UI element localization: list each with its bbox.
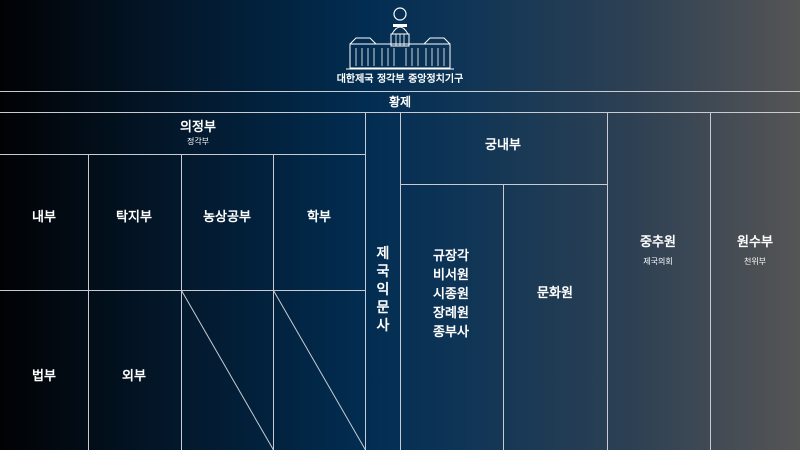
wonsuwon-label: 원수부 [737, 235, 773, 250]
jeguk-uimunsa-char: 익 [377, 281, 390, 298]
oebu-label: 외부 [122, 368, 146, 384]
takjibu-label: 탁지부 [116, 209, 152, 225]
jeguk-uimunsa-char: 문 [377, 300, 390, 316]
naebu-label: 내부 [32, 209, 56, 225]
wonsuwon-sub: 천위부 [744, 256, 766, 266]
gungnae-subunit: 비서원 [433, 268, 469, 283]
jungchuwon-sub: 제국의회 [643, 256, 672, 266]
jeguk-uimunsa-char: 제 [377, 246, 390, 262]
emperor-label: 황제 [389, 94, 411, 109]
government-name: 대한제국 정각부 중앙정치기구 [337, 72, 464, 85]
jeguk-uimunsa-vertical: 제 국 익 문 사 [377, 246, 390, 334]
gungnae-subunit: 종부사 [433, 324, 469, 340]
gungnae-subunit: 장례원 [433, 305, 469, 321]
munhwawon-label: 문화원 [537, 285, 573, 301]
hakbu-label: 학부 [307, 209, 331, 225]
beopbu-label: 법부 [32, 368, 56, 384]
nongsanggongbu-label: 농상공부 [203, 210, 251, 225]
gungnae-subunits-list: 규장각 비서원 시종원 장례원 종부사 [433, 248, 469, 340]
emblem-capitol-icon [346, 7, 454, 70]
jeguk-uimunsa-char: 사 [377, 318, 390, 334]
gungnaebu-label: 궁내부 [485, 137, 521, 153]
jungchuwon-label: 중추원 [640, 234, 676, 250]
uijeongbu-sub: 정각부 [187, 136, 209, 146]
jeguk-uimunsa-char: 국 [377, 264, 390, 280]
gungnae-subunit: 규장각 [433, 248, 469, 264]
uijeongbu-label: 의정부 [180, 119, 216, 135]
gungnae-subunit: 시종원 [433, 287, 469, 302]
chart-grid-lines [0, 91, 800, 450]
